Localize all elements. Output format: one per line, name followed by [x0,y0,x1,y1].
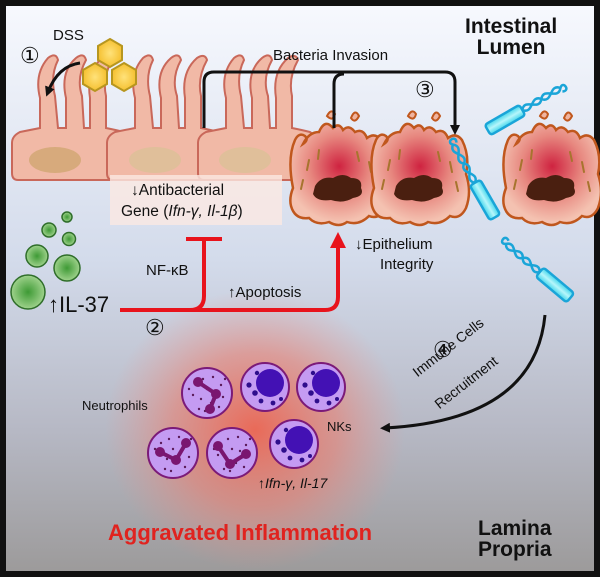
cell-nucleus [219,147,271,173]
apoptosis-label: ↑Apoptosis [228,284,302,301]
bacteria-invasion-arrow [202,70,460,135]
region-label-line: Lumen [476,36,546,59]
nk-cell [296,362,346,412]
inflammation-glow [105,290,405,570]
nfkb-label: NF-κB [146,262,189,279]
dss-label: DSS [53,27,84,44]
cytokines-label: ↑Ifn-γ, Il-17 [258,475,328,491]
nfkb-inhibition-line [189,240,206,312]
epithelium-integrity-line2: Integrity [380,256,434,273]
cell-nucleus [129,147,181,173]
step-2-marker: ② [145,315,165,340]
normal-epithelial-cell [197,54,317,181]
region-label-line: Lamina [478,517,552,540]
neutrophil-cell [181,367,233,419]
neutrophil-cell [206,427,258,479]
antibacterial-gene-label-line2: Gene (Ifn-γ, Il-1β) [121,203,243,220]
normal-epithelial-cell [11,54,131,181]
step-3-marker: ③ [415,77,435,102]
bacteria-invasion-branch [332,72,345,128]
epithelium-integrity-line1: ↓Epithelium [355,236,433,253]
nks-label: NKs [327,419,352,434]
apoptosis-arrowhead [330,232,346,248]
bacteria-invasion-label: Bacteria Invasion [273,47,389,64]
normal-epithelial-cell [106,54,226,181]
step-1-marker: ① [20,43,40,68]
cytokine-names: Ifn-γ, Il-17 [265,475,328,491]
il37-vesicles [10,211,81,310]
antibacterial-gene-box [110,175,282,225]
step-4-marker: ④ [433,337,453,362]
neutrophil-cell [147,427,199,479]
antibacterial-gene-label-line1: ↓Antibacterial [131,182,225,199]
il37-label: ↑IL-37 [48,292,110,317]
immune-recruitment-arrow [380,314,547,433]
region-label-line: Intestinal [465,15,558,38]
aggravated-inflammation-label: Aggravated Inflammation [108,520,373,545]
gene-label-prefix: Gene ( [121,203,169,220]
up-arrow-icon: ↑ [258,475,265,491]
region-label-lumen: Intestinal Lumen [465,16,557,58]
gene-names: Ifn-γ, Il-1β [168,203,238,220]
cell-nucleus [29,147,81,173]
dss-arrow [45,61,81,97]
nk-cell [240,362,290,412]
region-label-line: Propria [478,538,552,561]
apoptosis-pathway-arrow [120,245,340,312]
region-label-lamina-propria: Lamina Propria [478,518,552,560]
neutrophils-label: Neutrophils [82,398,148,413]
nk-cell [269,419,319,469]
gene-label-suffix: ) [237,203,243,220]
